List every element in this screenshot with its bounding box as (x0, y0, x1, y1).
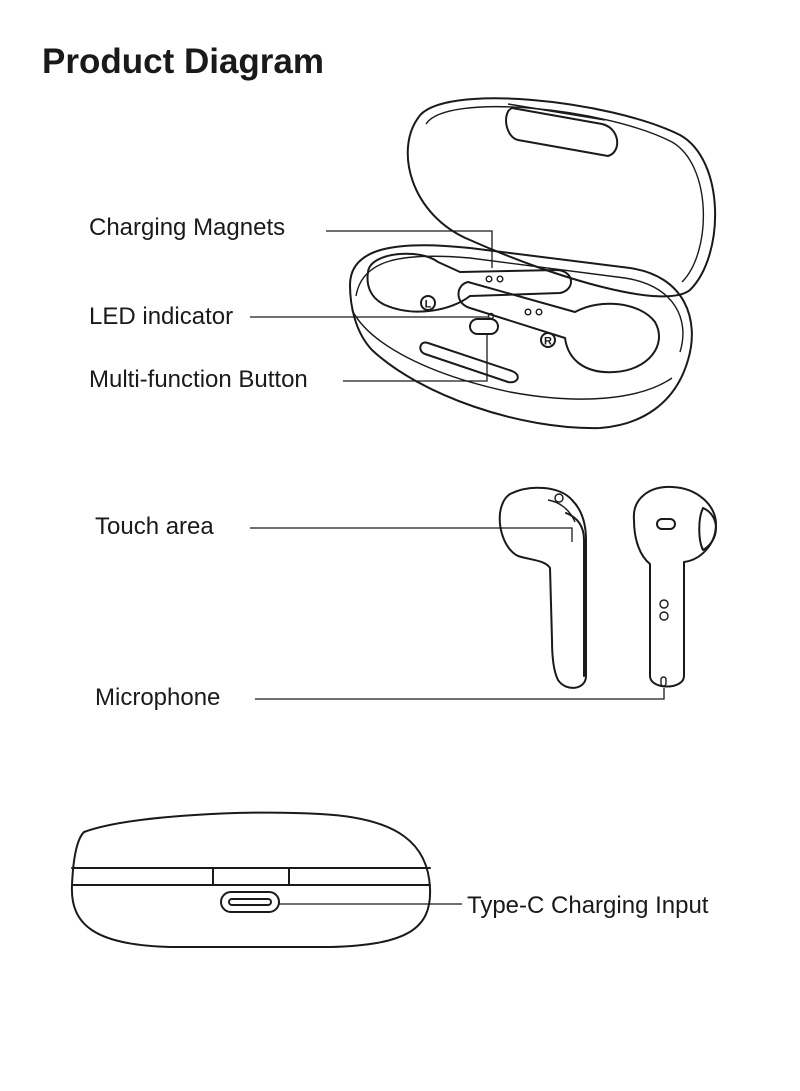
label-microphone: Microphone (95, 684, 221, 711)
leader-touch-area (250, 527, 573, 542)
left-earbud (498, 486, 587, 689)
label-type-c-charging-input: Type-C Charging Input (467, 892, 709, 919)
microphone-hole (660, 676, 667, 687)
type-c-port-inner (228, 898, 272, 906)
label-led-indicator: LED indicator (89, 303, 234, 330)
right-earbud-cavity (457, 281, 660, 374)
case-closed-outline (70, 811, 432, 948)
right-earbud-contact (659, 611, 669, 621)
left-mark-circle (420, 295, 436, 311)
case-rim (355, 255, 684, 353)
right-earbud-contact (659, 599, 669, 609)
case-front-slot (419, 341, 519, 384)
page-title: Product Diagram (42, 42, 324, 81)
case-base (349, 244, 693, 430)
type-c-port (220, 891, 280, 913)
multi-function-button (469, 318, 499, 335)
label-charging-magnets: Charging Magnets (89, 214, 286, 241)
leader-charging-magnets (326, 230, 493, 268)
magnet-contact (485, 275, 493, 283)
charging-case-closed (70, 811, 432, 948)
magnet-contact (535, 308, 543, 316)
charging-case-open: L R (349, 97, 716, 430)
case-lid-inner (425, 106, 704, 283)
lid-slot (505, 107, 618, 157)
leader-button (343, 334, 488, 382)
leader-microphone (255, 688, 665, 700)
right-earbud-touch-slot (656, 518, 676, 530)
left-earbud-sensor (554, 493, 564, 503)
right-earbud (632, 485, 717, 688)
case-lid (406, 97, 716, 298)
right-mark-circle (540, 332, 556, 348)
right-mark: R (544, 336, 552, 348)
label-touch-area: Touch area (95, 513, 214, 540)
left-mark: L (425, 299, 432, 311)
magnet-contact (524, 308, 532, 316)
label-multi-function-button: Multi-function Button (89, 366, 308, 393)
magnet-contact (496, 275, 504, 283)
left-earbud-cavity (366, 252, 572, 313)
